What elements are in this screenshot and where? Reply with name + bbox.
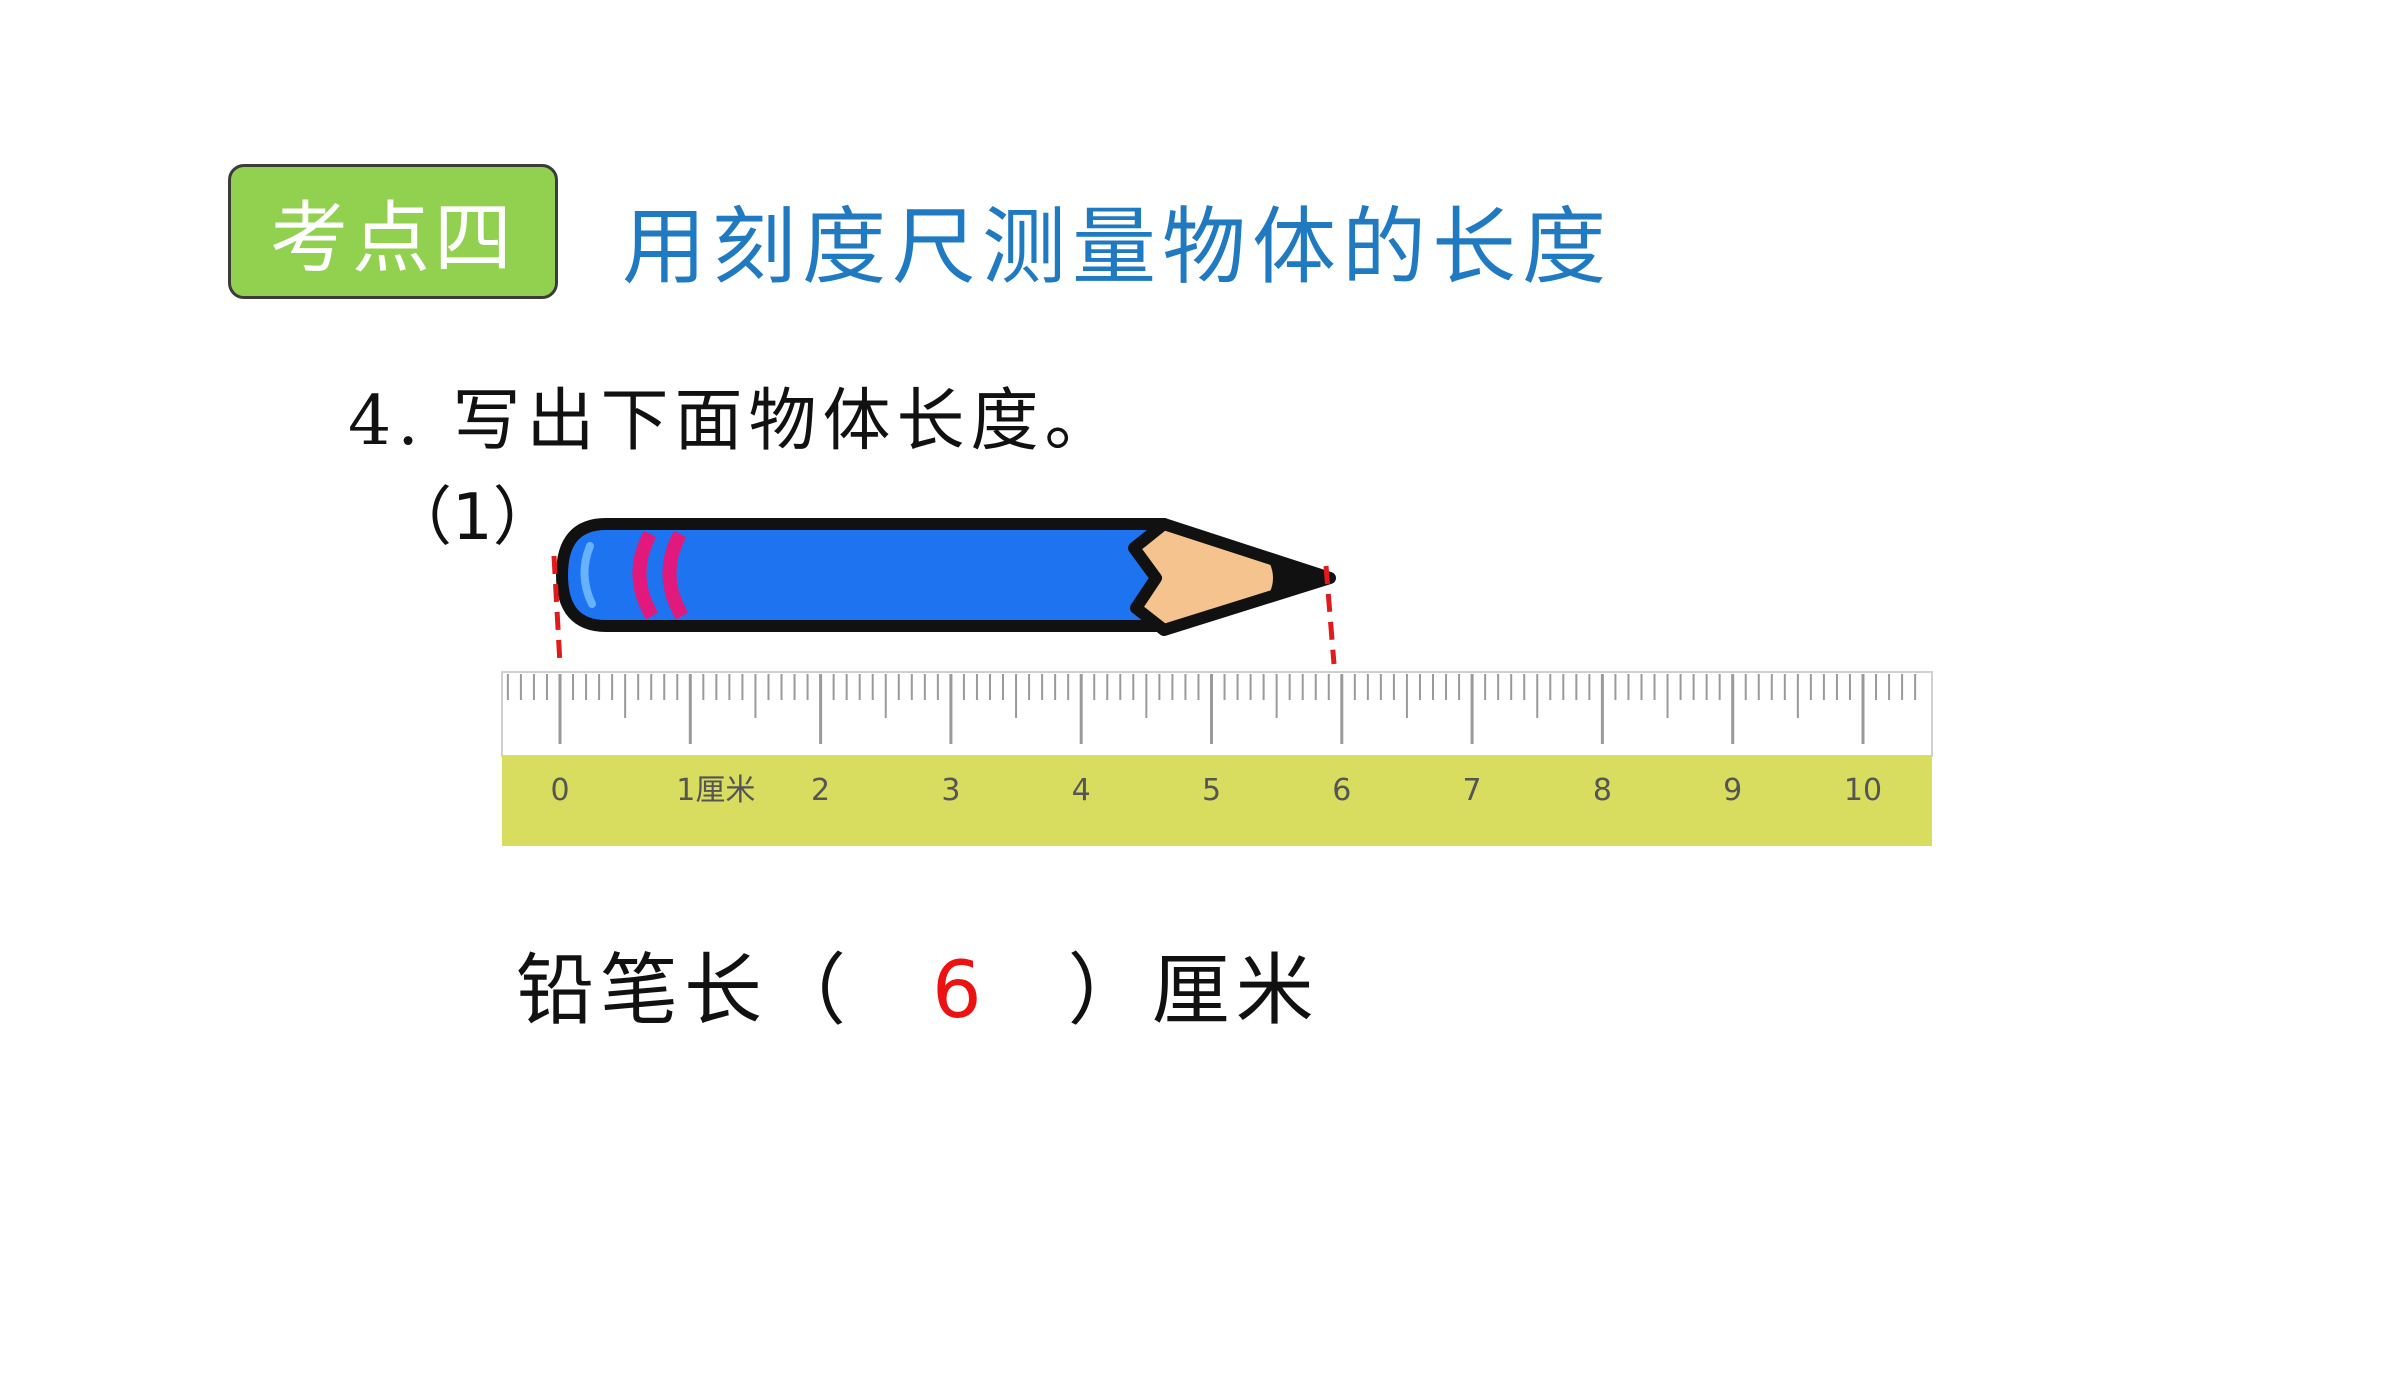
answer-suffix: ）厘米 — [1067, 946, 1320, 1036]
end-guide-line — [1323, 565, 1337, 665]
pencil-body — [556, 518, 1176, 632]
ruler-number: 5 — [1202, 773, 1221, 808]
ruler-number: 8 — [1593, 773, 1612, 808]
ruler-number: 1厘米 — [676, 773, 755, 808]
pencil-stripe — [662, 530, 689, 620]
question-prompt: 4. 写出下面物体长度。 — [348, 382, 1119, 461]
ruler-number: 3 — [941, 773, 960, 808]
answer-line: 铅笔长（ 6 ）厘米 — [516, 928, 1320, 1040]
answer-prefix: 铅笔长（ — [516, 946, 853, 1036]
ruler-number: 0 — [550, 773, 569, 808]
ruler-ticks — [506, 674, 1917, 744]
ruler-number: 6 — [1332, 773, 1351, 808]
ruler-number: 2 — [811, 773, 830, 808]
question-sub-number: （1） — [388, 481, 557, 555]
start-guide-line — [551, 555, 563, 665]
pencil-lead — [1268, 560, 1330, 596]
ruler-number: 9 — [1723, 773, 1742, 808]
ruler-number: 10 — [1844, 773, 1882, 808]
ruler-number: 7 — [1463, 773, 1482, 808]
page-title: 用刻度尺测量物体的长度 — [622, 198, 1613, 296]
pencil-icon — [556, 518, 1336, 636]
topic-badge: 考点四 — [228, 164, 558, 299]
topic-badge-label: 考点四 — [269, 193, 516, 284]
pencil-highlight — [580, 542, 596, 608]
pencil-stripe — [632, 530, 659, 620]
ruler-number-band — [502, 756, 1932, 846]
ruler-labels: 0 1厘米 2 3 4 5 6 7 8 9 10 — [550, 773, 1882, 808]
answer-value[interactable]: 6 — [932, 946, 988, 1036]
ruler-icon: 0 1厘米 2 3 4 5 6 7 8 9 10 — [501, 671, 1933, 846]
ruler-number: 4 — [1072, 773, 1091, 808]
